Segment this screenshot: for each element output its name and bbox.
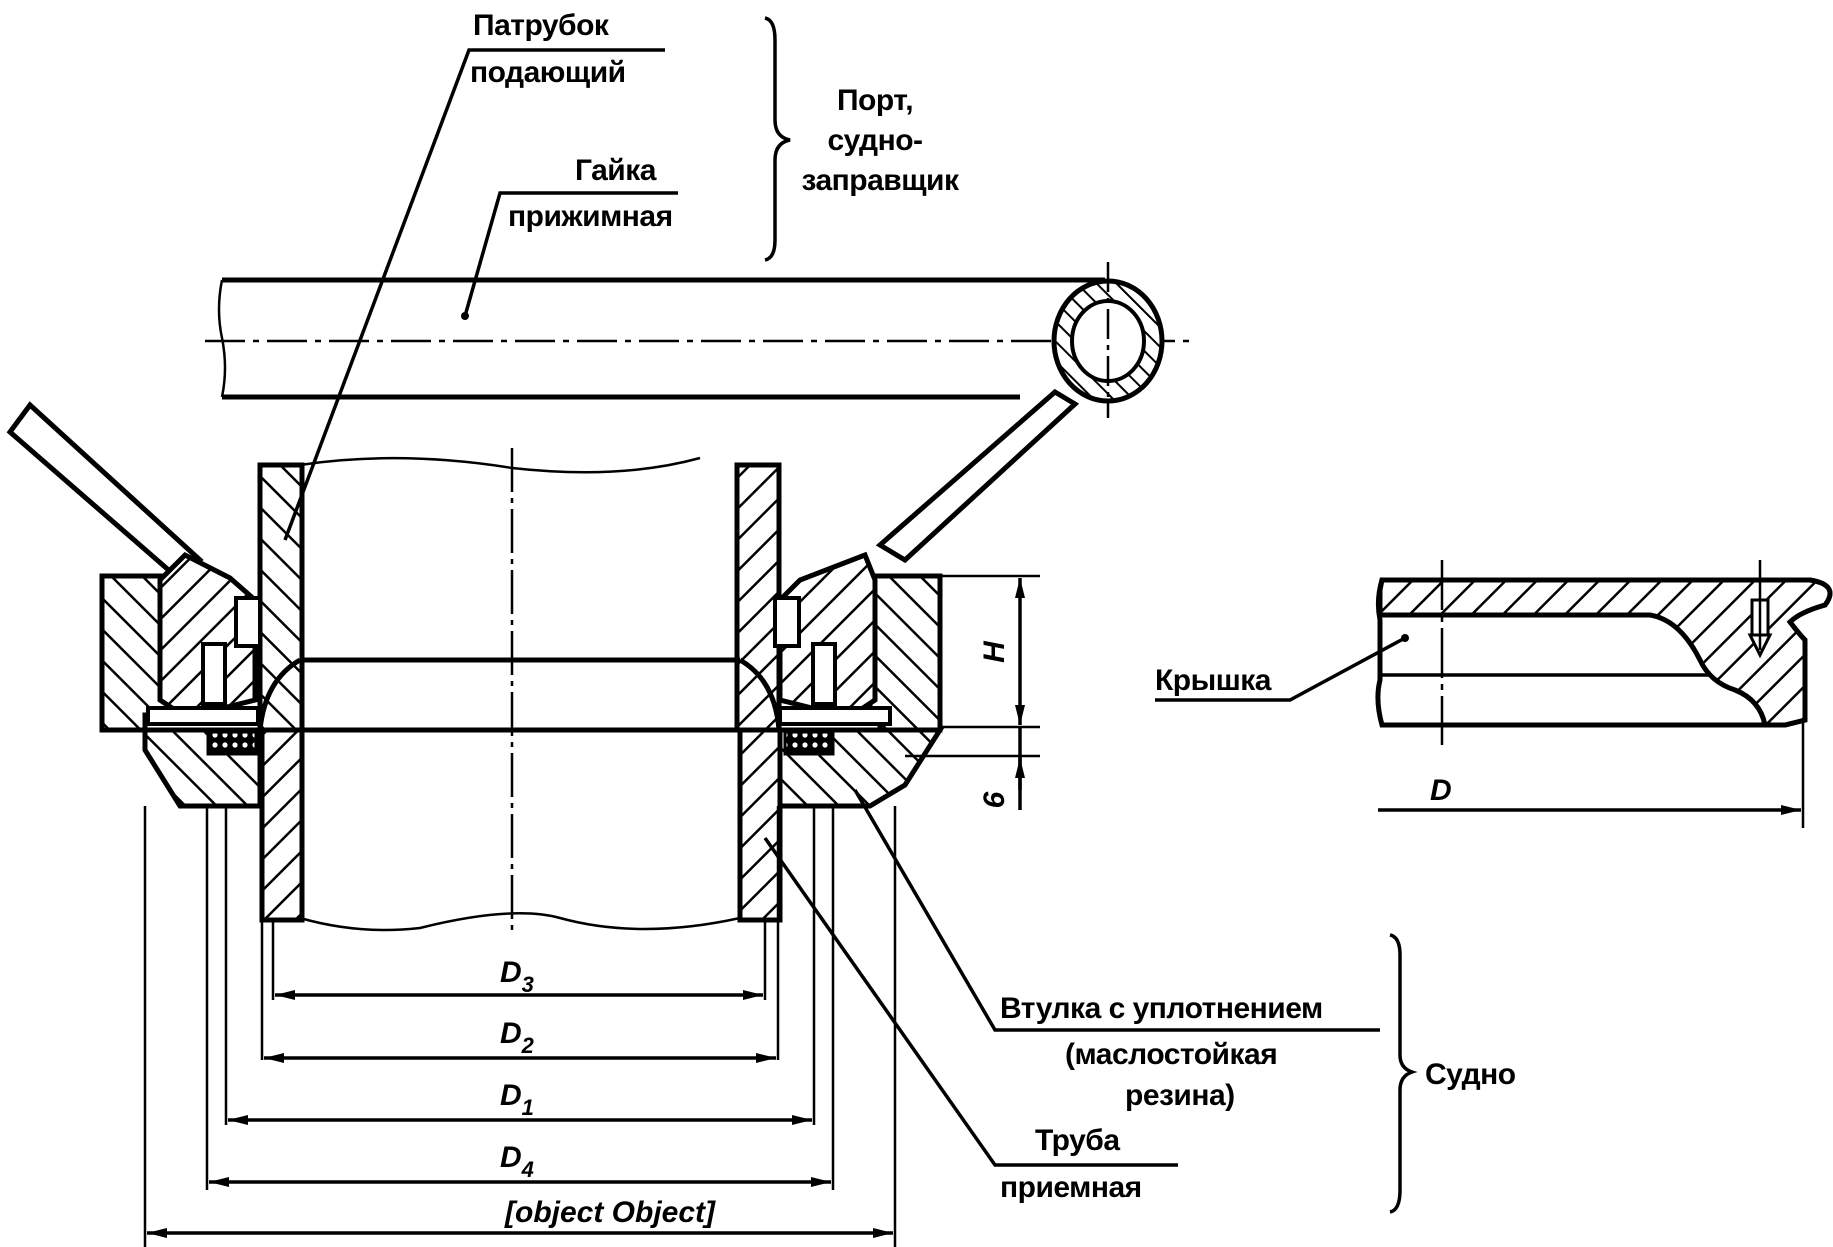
handle-right [875, 388, 1080, 564]
handle-left [6, 401, 204, 584]
leader-cover [1155, 636, 1406, 702]
clamp-nut-left [99, 551, 262, 733]
label-supply-pipe-line1: Патрубок [473, 9, 610, 42]
clamp-nut-right [773, 551, 943, 733]
dimension-lines [143, 806, 897, 1247]
label-ship: Судно [1425, 1058, 1516, 1091]
leader-receiving-pipe [763, 836, 1178, 1167]
dim-D4: D4 [500, 1141, 534, 1182]
dim-D1: D1 [500, 1079, 534, 1120]
height-dimension [905, 574, 1040, 810]
cover-part [1375, 560, 1833, 745]
leader-bushing [853, 789, 1380, 1032]
brace-ship [1389, 933, 1418, 1214]
label-bushing-line1: Втулка с уплотнением [1000, 992, 1323, 1025]
leader-supply-pipe [283, 48, 665, 541]
receiving-pipe [259, 727, 783, 932]
dim-gap-6: 6 [978, 791, 1011, 808]
dim-D: [object Object] [504, 1196, 716, 1229]
label-cover: Крышка [1155, 664, 1272, 697]
label-bushing-line2: (маслостойкая [1065, 1038, 1277, 1071]
label-port-line1: Порт, [837, 84, 913, 117]
label-clamp-nut-line1: Гайка [575, 154, 657, 187]
brace-port [764, 16, 791, 262]
dim-D2: D2 [500, 1017, 535, 1058]
label-port-line3: заправщик [801, 164, 960, 197]
supply-pipe-horizontal [205, 262, 1190, 418]
dim-D3: D3 [500, 956, 534, 997]
cover-dimension [1378, 720, 1805, 828]
supply-pipe-vertical [205, 456, 845, 733]
bushing-left [142, 727, 263, 809]
label-bushing-line3: резина) [1125, 1079, 1235, 1112]
label-receiving-pipe-line2: приемная [1000, 1171, 1142, 1204]
dim-H: H [978, 640, 1011, 663]
dim-cover-D: D [1430, 774, 1452, 807]
label-port-line2: судно- [827, 124, 922, 157]
label-clamp-nut-line2: прижимная [508, 200, 673, 233]
label-receiving-pipe-line1: Труба [1035, 1124, 1120, 1157]
leader-clamp-nut [463, 191, 678, 317]
label-supply-pipe-line2: подающий [470, 56, 626, 89]
